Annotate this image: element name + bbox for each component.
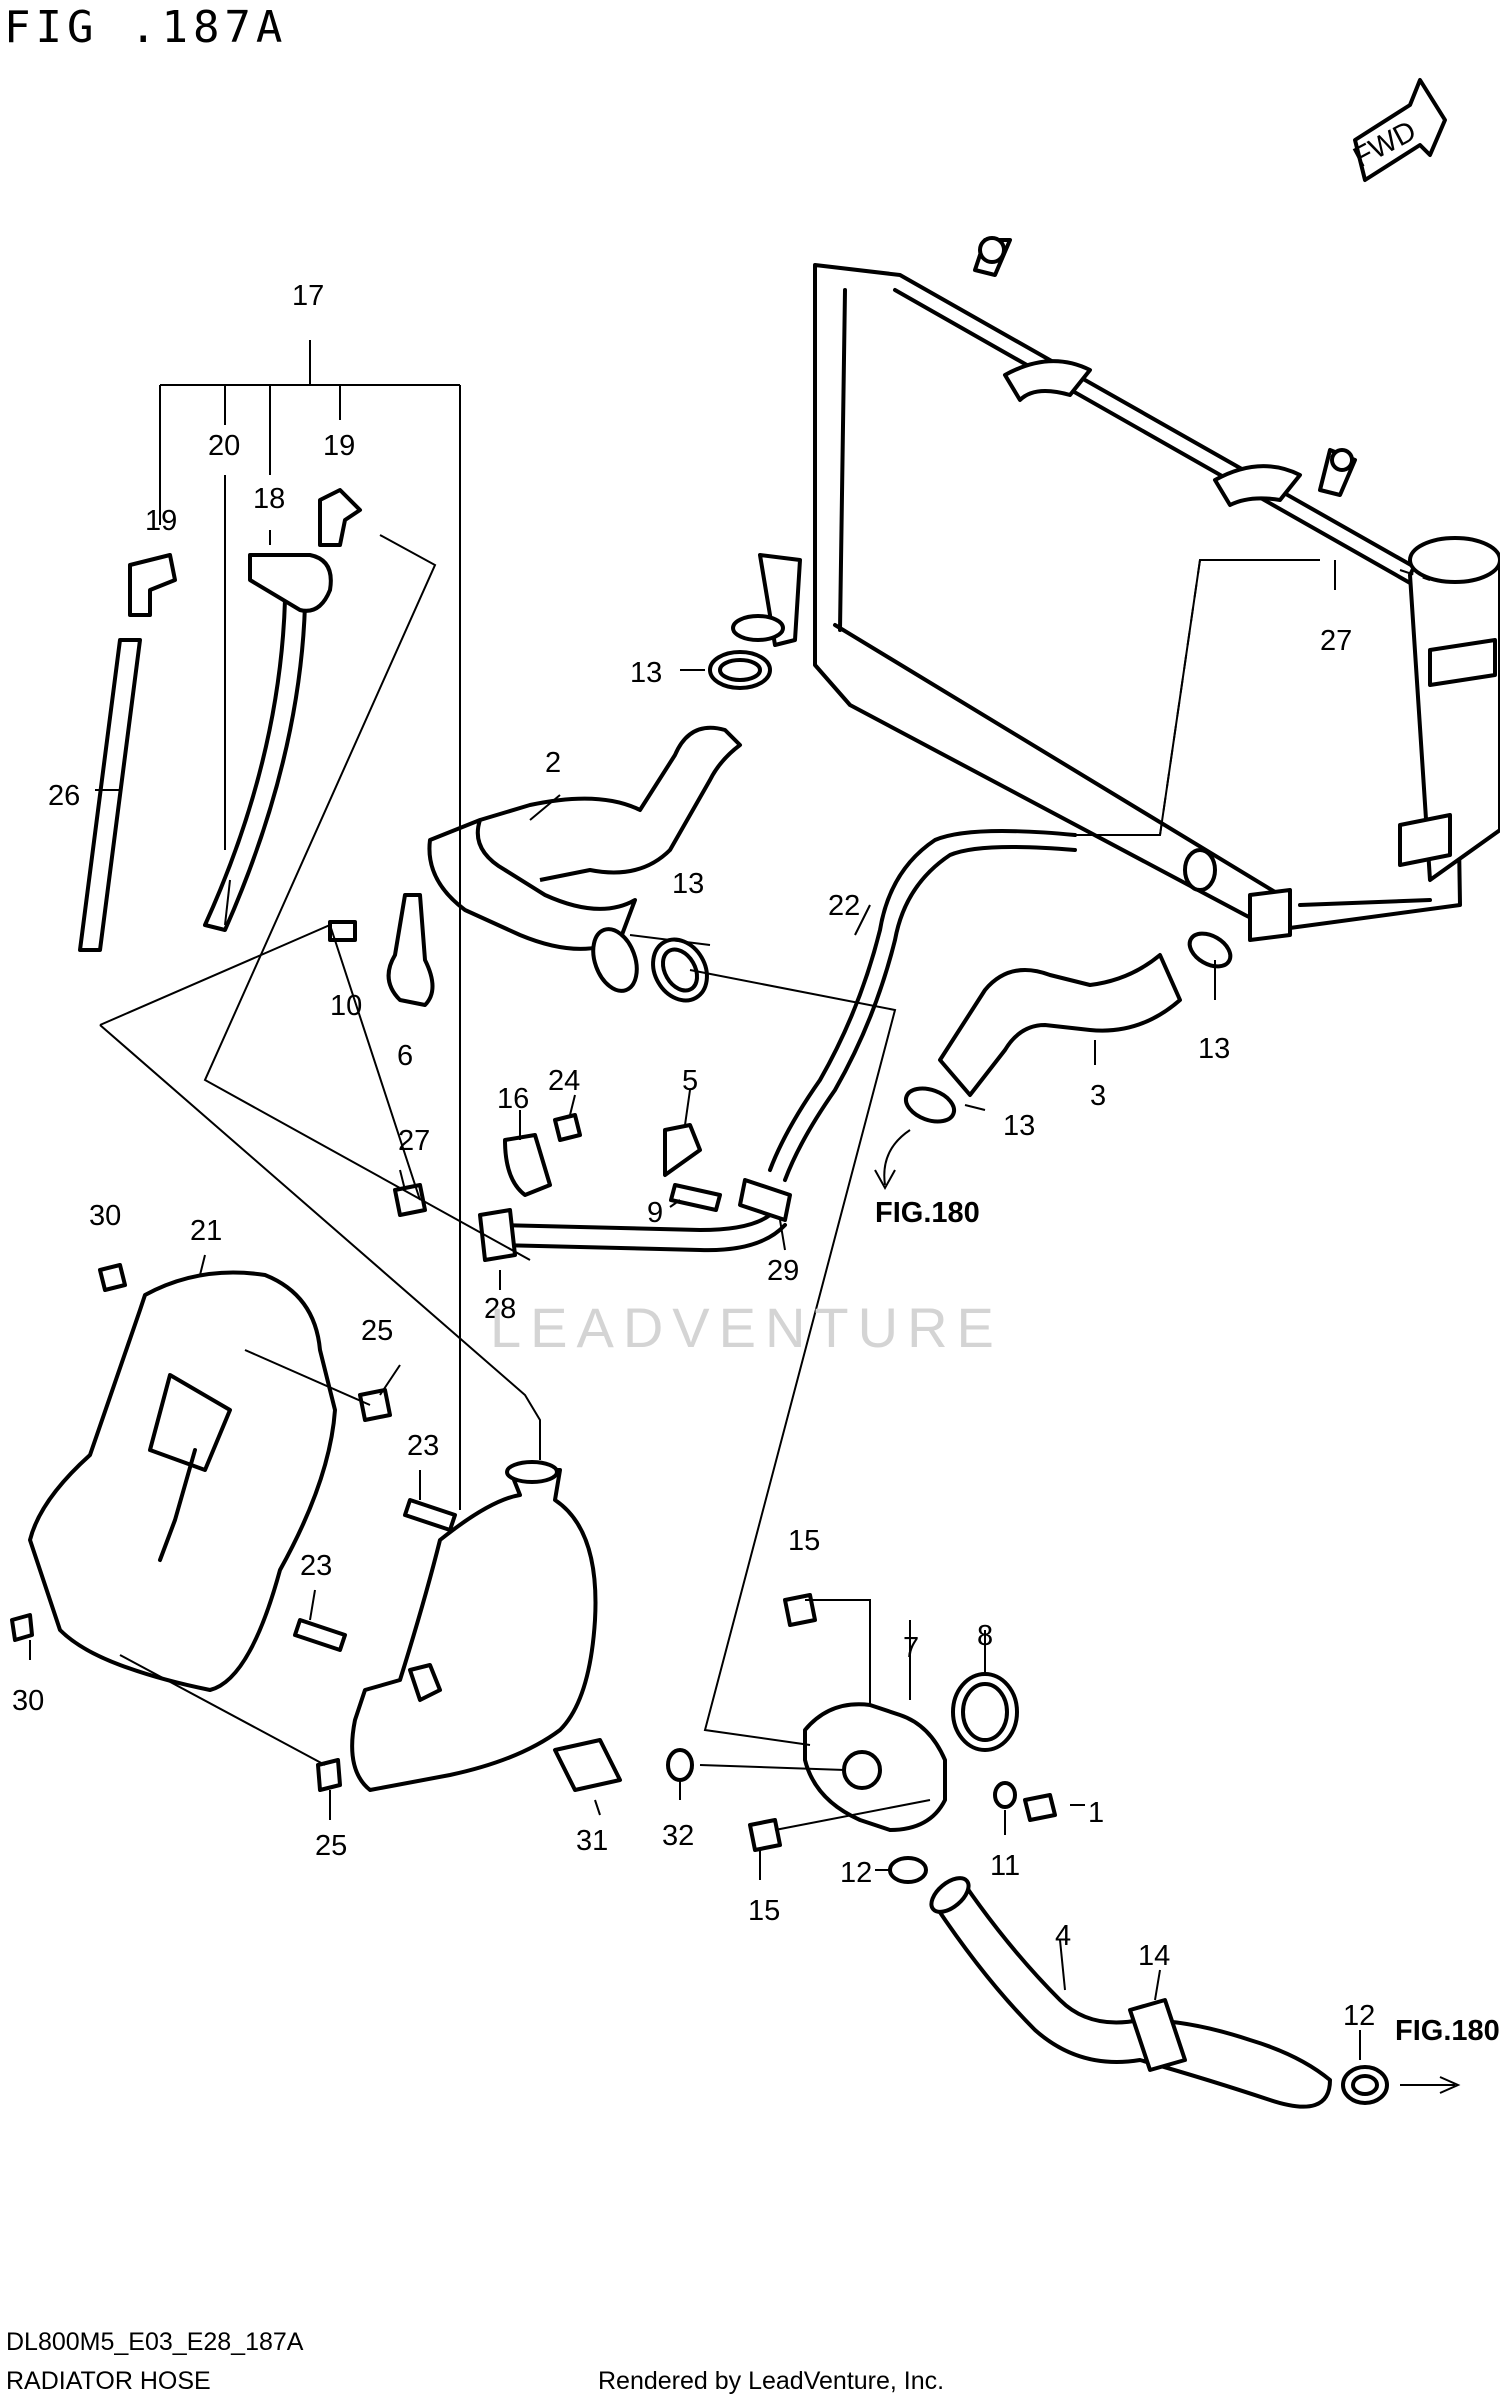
callout-15-lower: 15 <box>748 1895 780 1927</box>
radiator-hose-3[interactable] <box>938 953 1182 1097</box>
bypass-hose-22[interactable] <box>768 829 1077 1182</box>
fig-180-reference-upper: FIG.180 <box>874 1129 980 1229</box>
water-hose-4[interactable] <box>925 1872 1332 2109</box>
callout-16: 16 <box>497 1083 529 1115</box>
nut-25-lower[interactable] <box>316 1758 342 1792</box>
callout-12-lower: 12 <box>1343 2000 1375 2032</box>
fig-180-reference-lower: FIG.180 <box>1395 2015 1500 2094</box>
callout-27-upper: 27 <box>1320 625 1352 657</box>
callout-7: 7 <box>903 1632 919 1664</box>
callout-28: 28 <box>484 1293 516 1325</box>
callout-19-left: 19 <box>145 505 177 537</box>
hose-20[interactable] <box>203 598 307 932</box>
hose-clamp-13-right[interactable] <box>1184 927 1236 973</box>
bolt-30-upper[interactable] <box>98 1263 127 1292</box>
callout-27-lower: 27 <box>398 1125 430 1157</box>
callout-9: 9 <box>647 1197 663 1229</box>
hose-clamp-13-middle[interactable] <box>642 930 717 1010</box>
callout-2: 2 <box>545 747 561 779</box>
rendered-by-note: Rendered by LeadVenture, Inc. <box>598 2367 945 2395</box>
thermostat-housing-7[interactable] <box>803 1702 947 1832</box>
hose-28[interactable] <box>498 1213 787 1253</box>
callout-30-upper: 30 <box>89 1200 121 1232</box>
callout-17: 17 <box>292 280 324 312</box>
cap-18[interactable] <box>248 553 333 613</box>
bolt-15-lower[interactable] <box>748 1818 782 1852</box>
callout-24: 24 <box>548 1065 580 1097</box>
callout-11: 11 <box>990 1850 1020 1882</box>
radiator[interactable] <box>731 236 1500 942</box>
bolt-15-upper[interactable] <box>783 1593 817 1627</box>
washer-11[interactable] <box>993 1781 1017 1809</box>
gasket-8[interactable] <box>951 1672 1019 1752</box>
bracket-6[interactable] <box>386 893 435 1007</box>
clamp-12-lower[interactable] <box>1341 2065 1389 2105</box>
callout-23-lower: 23 <box>300 1550 332 1582</box>
callout-6: 6 <box>397 1040 413 1072</box>
callout-13-right: 13 <box>1198 1033 1230 1065</box>
hose-clamp-13-upper[interactable] <box>708 650 772 690</box>
hose-26[interactable] <box>78 638 142 952</box>
callout-32: 32 <box>662 1820 694 1852</box>
callout-26: 26 <box>48 780 80 812</box>
bracket-5[interactable] <box>663 1123 702 1177</box>
bolt-23-upper[interactable] <box>403 1498 457 1532</box>
callout-14: 14 <box>1138 1940 1170 1972</box>
svg-text:FIG.180: FIG.180 <box>875 1197 980 1229</box>
callout-25-lower: 25 <box>315 1830 347 1862</box>
callout-18: 18 <box>253 483 285 515</box>
callout-5: 5 <box>682 1065 698 1097</box>
callout-1: 1 <box>1088 1797 1104 1829</box>
svg-text:FIG.180: FIG.180 <box>1395 2015 1500 2047</box>
callout-15-upper: 15 <box>788 1525 820 1557</box>
callout-31: 31 <box>576 1825 608 1857</box>
callout-20: 20 <box>208 430 240 462</box>
callout-19-right: 19 <box>323 430 355 462</box>
fitting-19-left[interactable] <box>128 553 177 617</box>
bolt-24[interactable] <box>553 1113 582 1142</box>
diagram-caption: RADIATOR HOSE <box>6 2367 211 2395</box>
callout-4: 4 <box>1055 1920 1071 1952</box>
bracket-16[interactable] <box>503 1133 552 1197</box>
bolt-1[interactable] <box>1023 1793 1057 1822</box>
callout-12-upper: 12 <box>840 1857 872 1889</box>
washer-32[interactable] <box>666 1748 694 1782</box>
callout-25-upper: 25 <box>361 1315 393 1347</box>
reservoir-cover-21[interactable] <box>28 1270 337 1692</box>
nut-25-upper[interactable] <box>358 1388 392 1422</box>
callout-8: 8 <box>977 1620 993 1652</box>
fitting-19-right[interactable] <box>318 488 362 547</box>
watermark: LEADVENTURE <box>490 1296 1003 1359</box>
callout-13-lower: 13 <box>1003 1110 1035 1142</box>
sensor-31[interactable] <box>553 1738 622 1792</box>
forward-arrow-icon: FWD <box>1348 78 1447 182</box>
bolt-30-lower[interactable] <box>10 1613 34 1642</box>
figure-title: FIG .187A <box>4 2 288 53</box>
callout-13-upper: 13 <box>630 657 662 689</box>
bolt-10[interactable] <box>328 920 357 942</box>
bolt-23-lower[interactable] <box>293 1618 347 1652</box>
reservoir-tank[interactable] <box>350 1460 598 1792</box>
diagram-code: DL800M5_E03_E28_187A <box>6 2328 304 2356</box>
callout-22: 22 <box>828 890 860 922</box>
clamp-12-upper[interactable] <box>888 1856 928 1884</box>
bolt-9[interactable] <box>669 1183 722 1212</box>
hose-clamp-13-lower[interactable] <box>901 1082 958 1127</box>
callout-10: 10 <box>330 990 362 1022</box>
callout-21: 21 <box>190 1215 222 1247</box>
callout-29: 29 <box>767 1255 799 1287</box>
clamp-14[interactable] <box>1128 1998 1187 2072</box>
callout-3: 3 <box>1090 1080 1106 1112</box>
callout-13-middle: 13 <box>672 868 704 900</box>
radiator-hose-2[interactable] <box>427 725 742 997</box>
callout-30-lower: 30 <box>12 1685 44 1717</box>
callout-23-upper: 23 <box>407 1430 439 1462</box>
clip-29[interactable] <box>738 1178 792 1222</box>
